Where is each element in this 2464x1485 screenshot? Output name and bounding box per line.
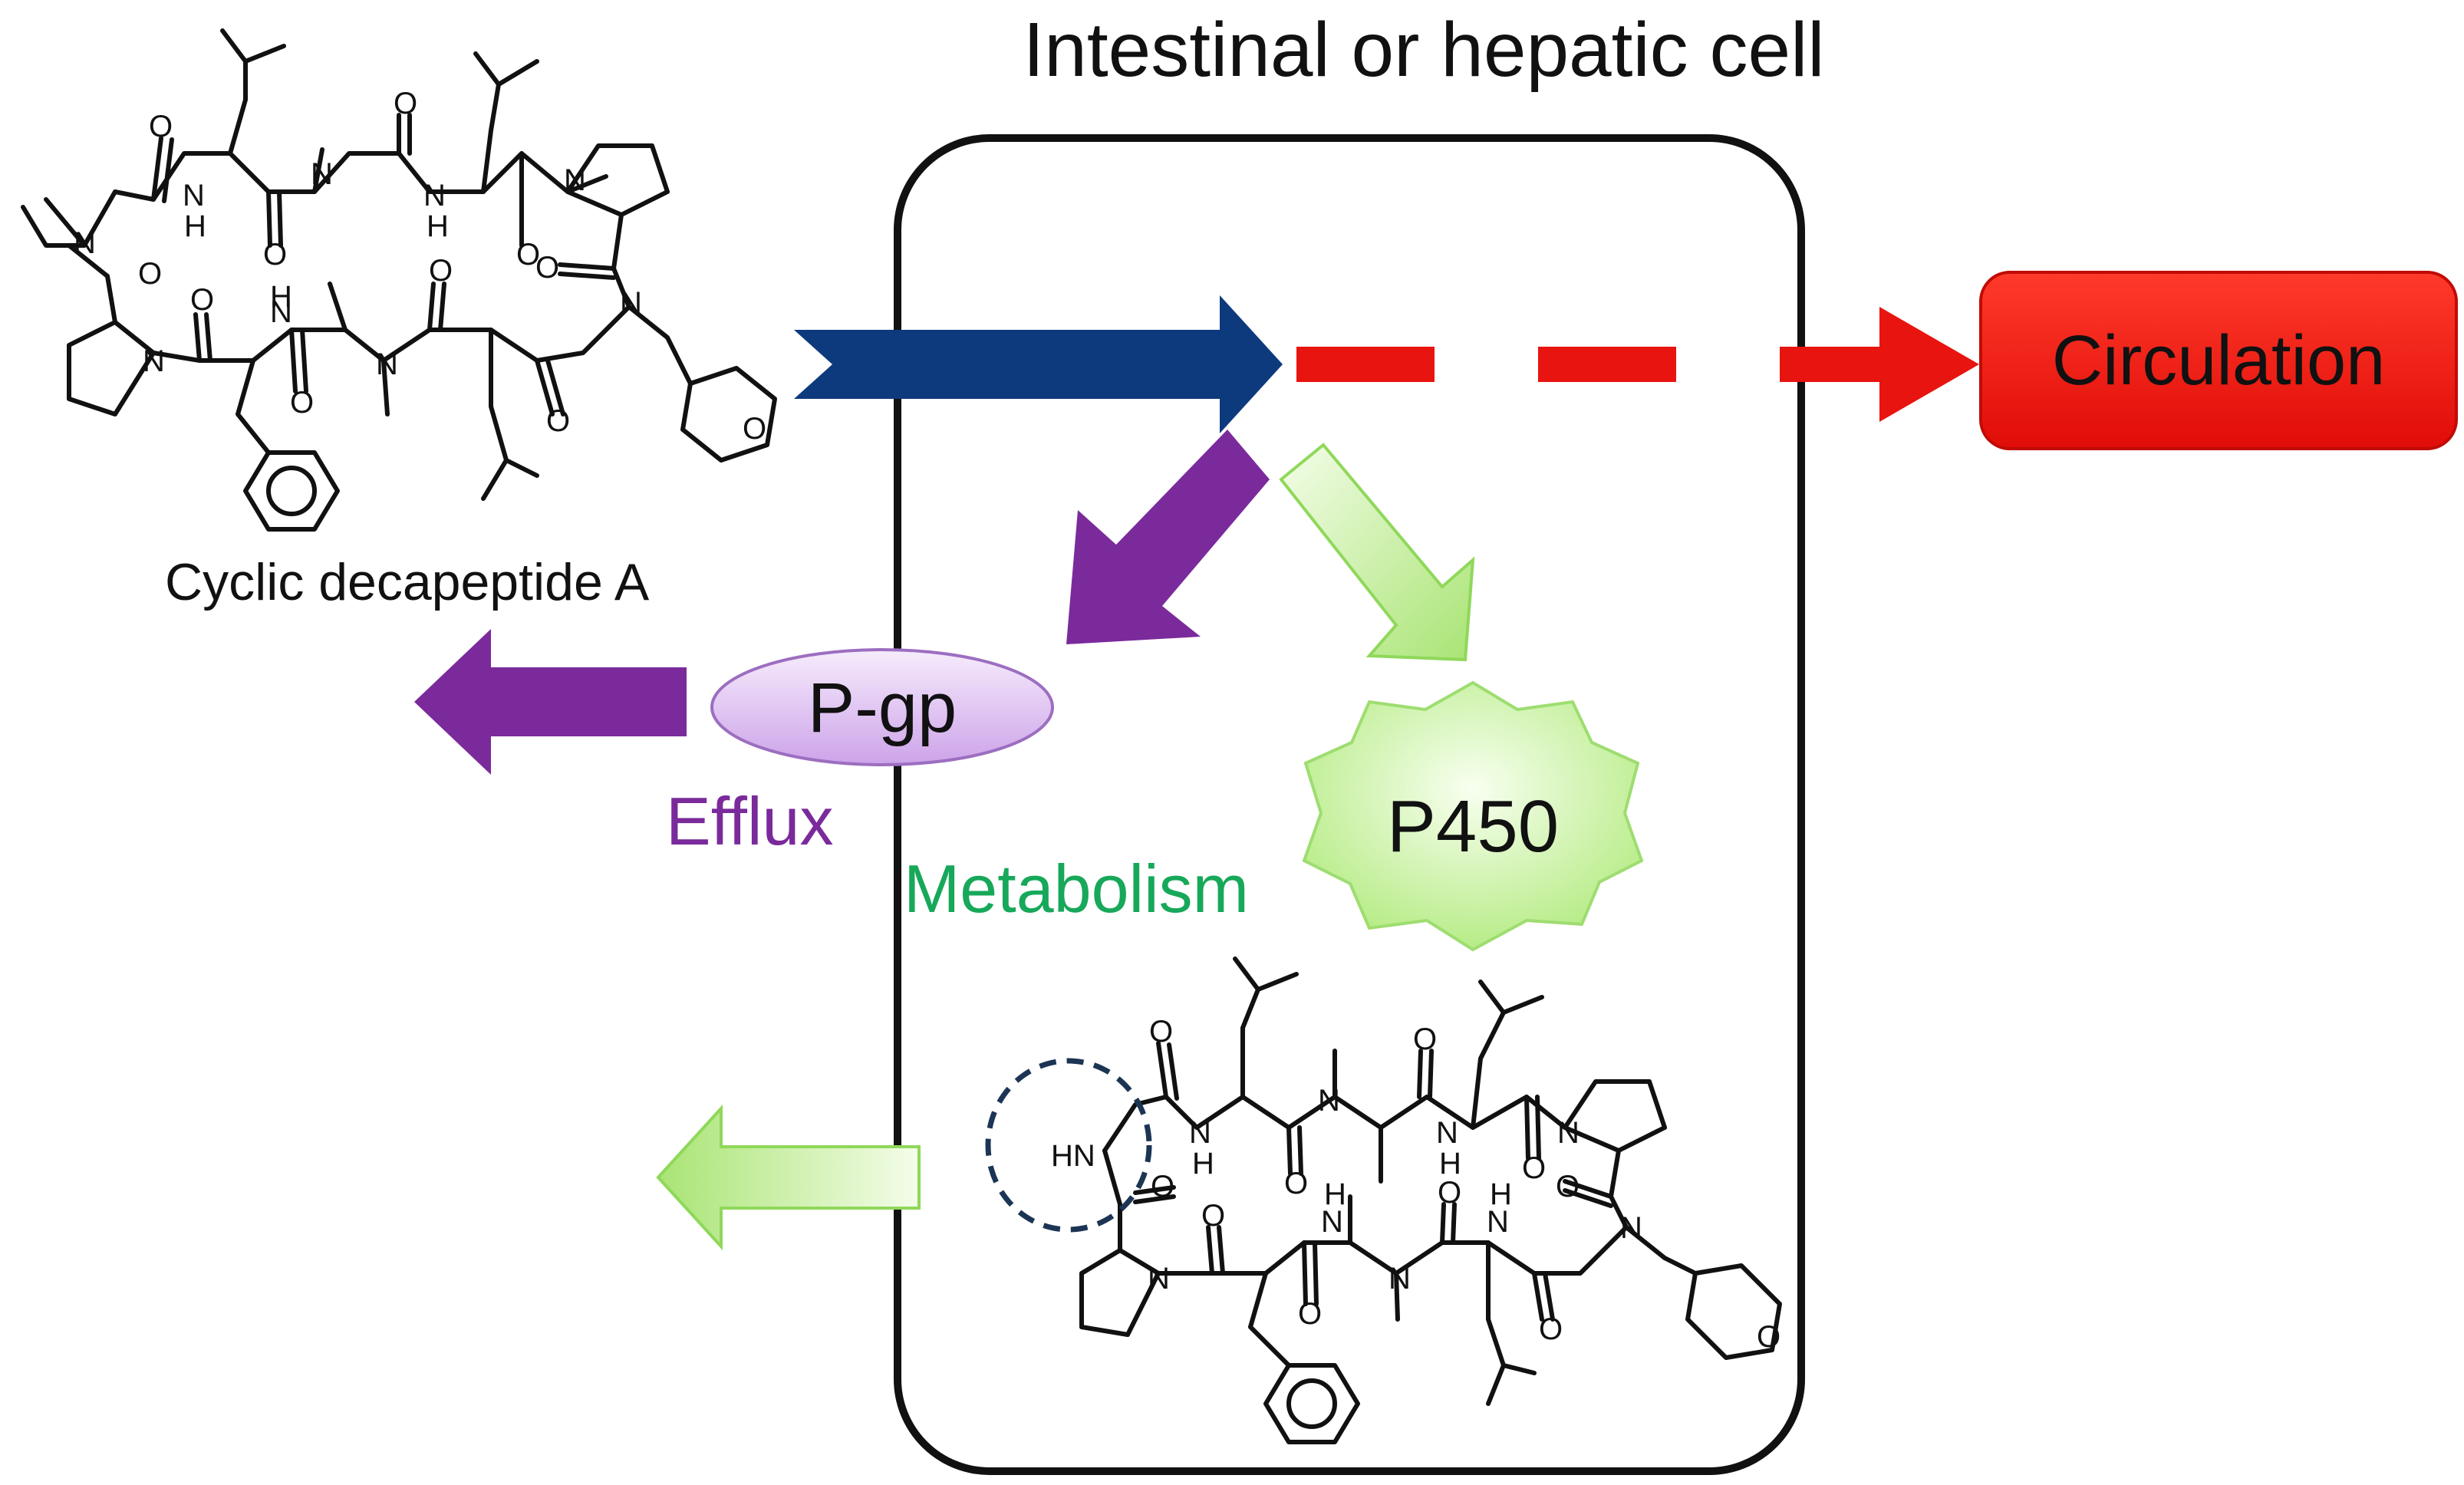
atom-label: O	[1539, 1312, 1563, 1346]
metabolite-atoms: HN O N H O N O N H O N O N O O O O N O N…	[1051, 1015, 1780, 1354]
circulation-dashed-arrow	[1296, 307, 1979, 422]
metabolite-efflux-arrow	[656, 1104, 921, 1251]
p450-label: P450	[1386, 785, 1560, 868]
cell-membrane	[894, 134, 1805, 1475]
atom-label: N	[1321, 1205, 1343, 1239]
atom-label: O	[1149, 1015, 1173, 1049]
atom-label: O	[1201, 1199, 1225, 1233]
metabolite-structure	[1079, 957, 1782, 1444]
atom-label: N	[620, 286, 642, 320]
atom-label: N	[1557, 1116, 1580, 1150]
atom-label: H	[1439, 1147, 1461, 1180]
atom-label: H	[270, 280, 292, 314]
pgp-label: P-gp	[807, 668, 957, 747]
atom-label: N	[183, 179, 205, 212]
atom-label: O	[1438, 1176, 1461, 1210]
atom-label: O	[1522, 1151, 1546, 1185]
atom-label: O	[190, 283, 214, 317]
atom-label: N	[1436, 1116, 1458, 1150]
atom-label: O	[394, 87, 417, 120]
atom-label: O	[743, 412, 766, 446]
p450-enzyme	[1302, 680, 1644, 952]
atom-label: N	[270, 295, 292, 329]
compound-name: Cyclic decapeptide A	[165, 553, 650, 611]
atom-label: H	[1192, 1147, 1214, 1180]
atom-label: O	[149, 110, 173, 143]
diagram-title: Intestinal or hepatic cell	[1023, 7, 1825, 93]
atom-label: O	[1757, 1320, 1780, 1354]
pgp-transporter	[710, 648, 1054, 766]
atom-label: N	[1148, 1262, 1170, 1296]
atom-label: O	[535, 251, 559, 285]
molecule-a-atoms: O N H O N O N H O N N O N O O O N O N H …	[74, 87, 766, 446]
atom-label: H	[184, 209, 206, 243]
atom-label: O	[290, 386, 314, 420]
atom-label: O	[1298, 1297, 1322, 1331]
atom-label: H	[427, 209, 449, 243]
atom-label: N	[1620, 1211, 1642, 1245]
atom-label: O	[546, 404, 570, 438]
atom-label: O	[138, 257, 162, 291]
atom-label: O	[516, 238, 540, 272]
atom-label: H	[1490, 1177, 1512, 1211]
to-p450-arrow	[1279, 443, 1475, 662]
atom-label: N	[376, 347, 398, 381]
absorption-arrow	[794, 295, 1283, 433]
efflux-arrow	[414, 629, 687, 775]
atom-label: O	[1413, 1022, 1437, 1056]
circulation-box	[1979, 271, 2458, 450]
atom-label: O	[1284, 1167, 1308, 1200]
atom-label: N	[143, 344, 165, 378]
atom-label: N	[1487, 1205, 1509, 1239]
demethylation-site-circle	[985, 1058, 1152, 1233]
to-pgp-arrow	[1066, 430, 1270, 644]
atom-label: N	[1318, 1084, 1340, 1118]
atom-label: HN	[1051, 1139, 1095, 1173]
atom-label: N	[311, 157, 333, 191]
atom-label: O	[263, 238, 287, 272]
efflux-label: Efflux	[666, 783, 834, 859]
atom-label: N	[1189, 1116, 1211, 1150]
atom-label: N	[74, 226, 96, 260]
atom-label: N	[1388, 1262, 1411, 1296]
atom-label: H	[1324, 1177, 1346, 1211]
metabolism-label: Metabolism	[904, 851, 1249, 927]
atom-label: N	[564, 163, 586, 197]
atom-label: N	[423, 179, 446, 212]
atom-label: O	[1556, 1170, 1580, 1203]
atom-label: O	[1151, 1170, 1174, 1203]
circulation-label: Circulation	[2051, 321, 2386, 400]
atom-label: O	[429, 254, 453, 288]
molecule-a-structure	[21, 28, 777, 532]
